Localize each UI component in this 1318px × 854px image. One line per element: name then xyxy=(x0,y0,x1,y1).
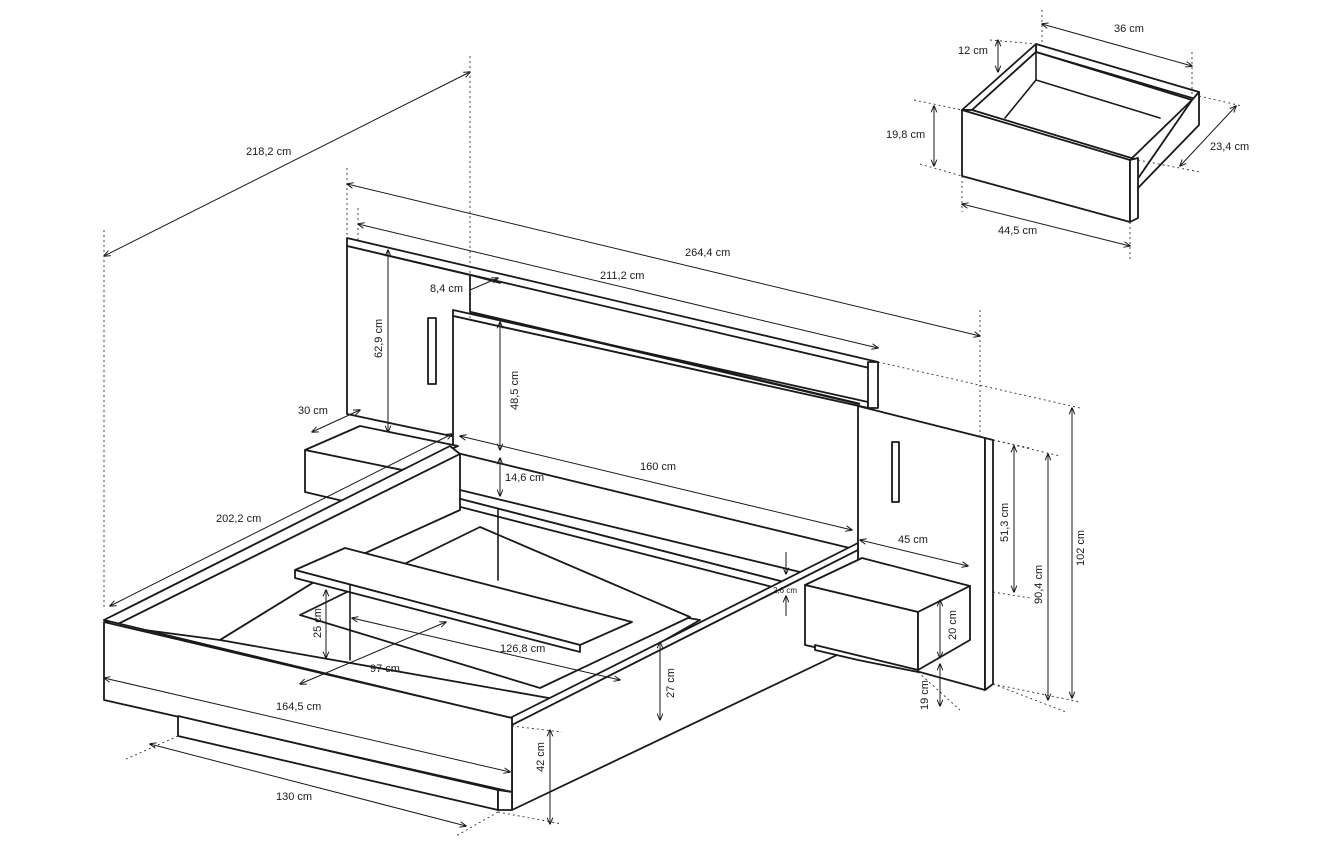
drawer-front-side xyxy=(1129,157,1139,223)
right-led-slot xyxy=(891,441,900,503)
label-nightstand-width: 45 cm xyxy=(898,534,928,546)
right-nightstand-side xyxy=(917,585,971,671)
label-total-height: 102 cm xyxy=(1075,530,1087,566)
label-frame-side-height: 27 cm xyxy=(665,668,677,698)
label-inner-width: 97 cm xyxy=(370,663,400,675)
dimension-labels: 218,2 cm 264,4 cm 211,2 cm 8,4 cm 62,9 c… xyxy=(216,23,1249,803)
label-shelf-thickness: 2,6 cm xyxy=(773,586,797,595)
headboard-top-rail-end xyxy=(867,361,879,409)
label-nightstand-depth: 30 cm xyxy=(298,405,328,417)
label-headboard-width: 264,4 cm xyxy=(685,247,730,259)
left-led-slot xyxy=(427,317,437,385)
label-frame-width: 164,5 cm xyxy=(276,701,321,713)
label-drawer-depth: 23,4 cm xyxy=(1210,141,1249,153)
label-panel-lower-height: 51,3 cm xyxy=(999,503,1011,542)
label-frame-length: 202,2 cm xyxy=(216,513,261,525)
drawer-drawing xyxy=(961,43,1200,223)
label-base-width: 130 cm xyxy=(276,791,312,803)
label-headboard-height: 90,4 cm xyxy=(1033,565,1045,604)
right-side-panel-edge xyxy=(984,437,994,691)
label-headboard-inner: 211,2 cm xyxy=(600,270,644,282)
label-drawer-front-height: 19,8 cm xyxy=(886,129,925,141)
label-shelf-depth: 8,4 cm xyxy=(430,283,463,295)
label-headboard-panel-height: 48,5 cm xyxy=(509,371,521,410)
label-shelf-gap: 14,6 cm xyxy=(505,472,544,484)
label-nightstand-floor-gap: 19 cm xyxy=(919,680,931,710)
left-side-panel xyxy=(346,245,471,441)
dimension-lines xyxy=(104,10,1243,837)
right-nightstand-base xyxy=(814,644,919,673)
label-slat-drop: 25 cm xyxy=(312,608,324,638)
label-mattress-width: 160 cm xyxy=(640,461,676,473)
label-drawer-front-height: 20 cm xyxy=(947,610,959,640)
label-drawer-front-width: 44,5 cm xyxy=(998,225,1037,237)
label-overall-length: 218,2 cm xyxy=(246,146,291,158)
label-bed-height: 42 cm xyxy=(535,742,547,772)
label-drawer-width: 36 cm xyxy=(1114,23,1144,35)
label-slat-length: 126,8 cm xyxy=(500,643,545,655)
bed-frame-plinth-right xyxy=(497,789,513,811)
label-drawer-side-height: 12 cm xyxy=(958,45,988,57)
label-side-panel-height: 62,9 cm xyxy=(373,319,385,358)
